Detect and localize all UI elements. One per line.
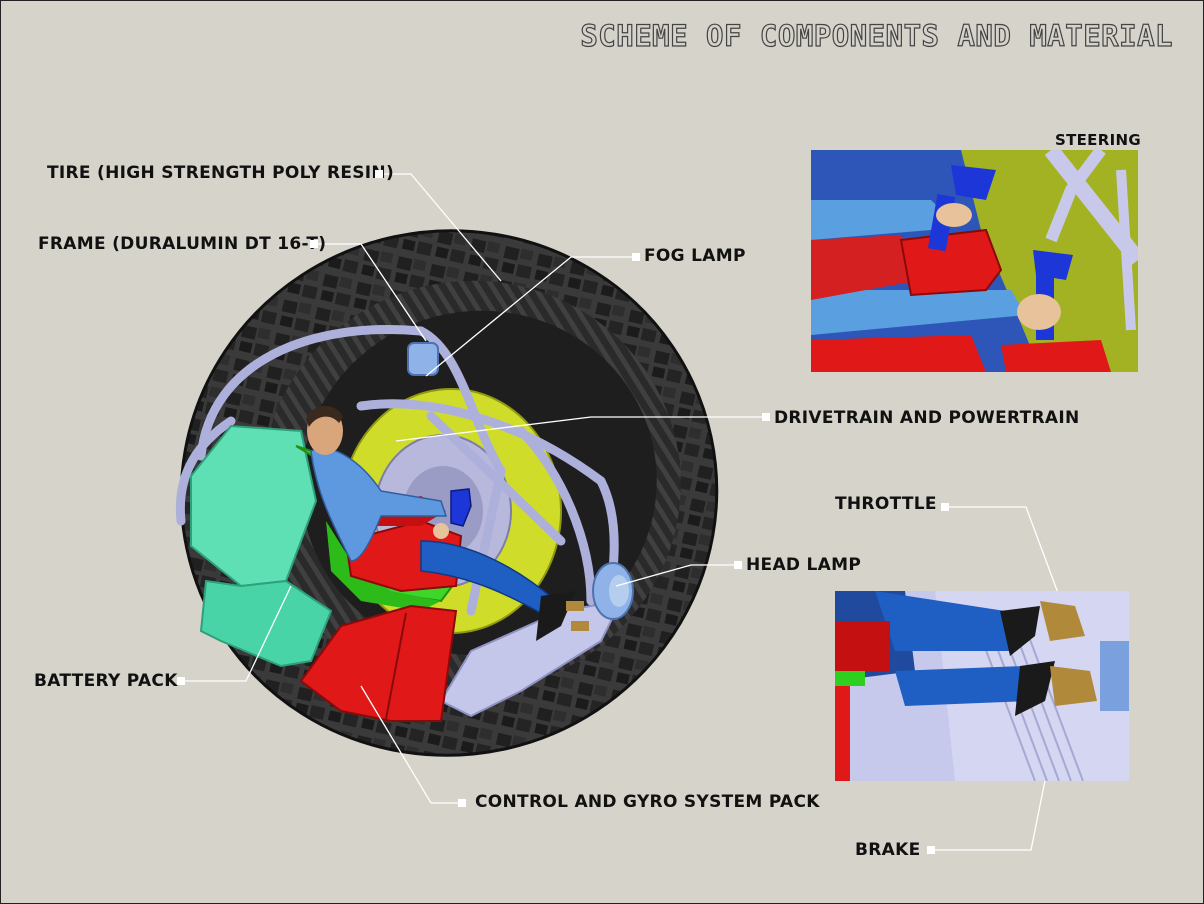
label-frame: FRAME (DURALUMIN DT 16-T) (38, 234, 327, 254)
pedals-inset (835, 591, 1129, 781)
pedals (566, 601, 589, 631)
leader-lines (181, 173, 1062, 851)
label-tire: TIRE (HIGH STRENGTH POLY RESIN) (47, 163, 395, 183)
frame (175, 325, 619, 626)
head-lamp (592, 562, 634, 620)
marker-battery-pack (177, 677, 185, 685)
steering-controls (450, 488, 472, 527)
label-throttle: THROTTLE (835, 494, 937, 514)
label-battery-pack: BATTERY PACK (34, 671, 178, 691)
label-head-lamp: HEAD LAMP (746, 555, 862, 575)
marker-frame (310, 240, 318, 248)
marker-throttle (941, 503, 949, 511)
steering-inset (811, 150, 1138, 372)
label-control-pack: CONTROL AND GYRO SYSTEM PACK (475, 792, 820, 812)
battery-pack (190, 424, 333, 668)
marker-tire (375, 170, 383, 178)
fog-lamp (407, 342, 439, 376)
marker-brake (927, 846, 935, 854)
marker-control-pack (458, 799, 466, 807)
page-title: SCHEME OF COMPONENTS AND MATERIAL (580, 18, 1173, 53)
label-steering: STEERING (1055, 131, 1141, 149)
label-drivetrain: DRIVETRAIN AND POWERTRAIN (774, 408, 1080, 428)
label-fog-lamp: FOG LAMP (644, 246, 746, 266)
marker-head-lamp (734, 561, 742, 569)
marker-fog-lamp (632, 253, 640, 261)
label-brake: BRAKE (855, 840, 921, 860)
marker-drivetrain (762, 413, 770, 421)
